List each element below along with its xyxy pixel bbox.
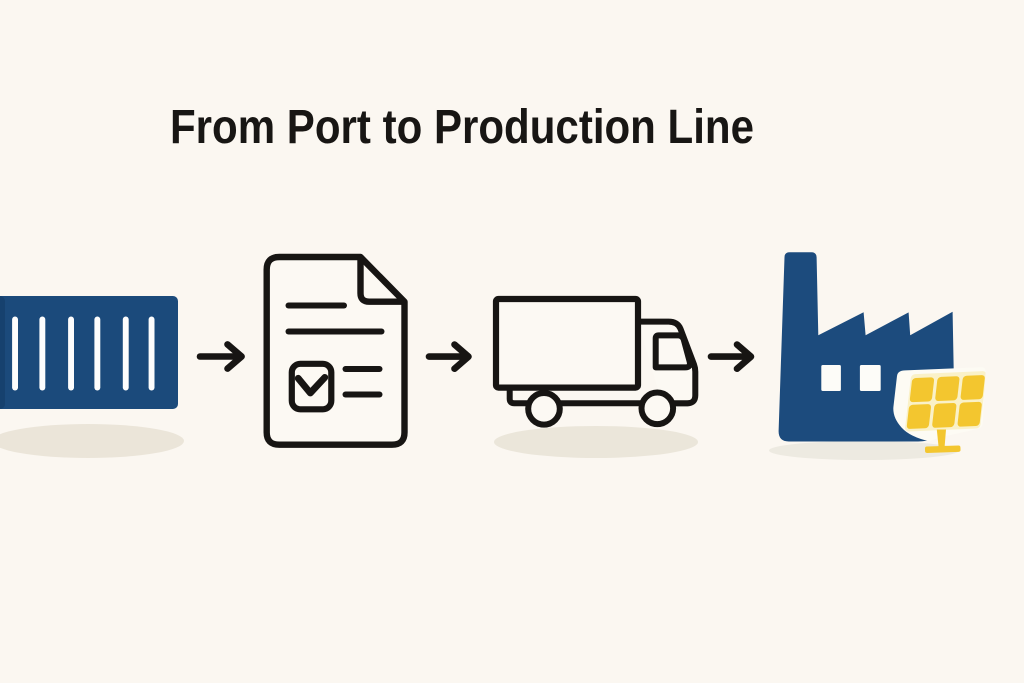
svg-text:From Port to Production Line: From Port to Production Line: [170, 101, 754, 154]
